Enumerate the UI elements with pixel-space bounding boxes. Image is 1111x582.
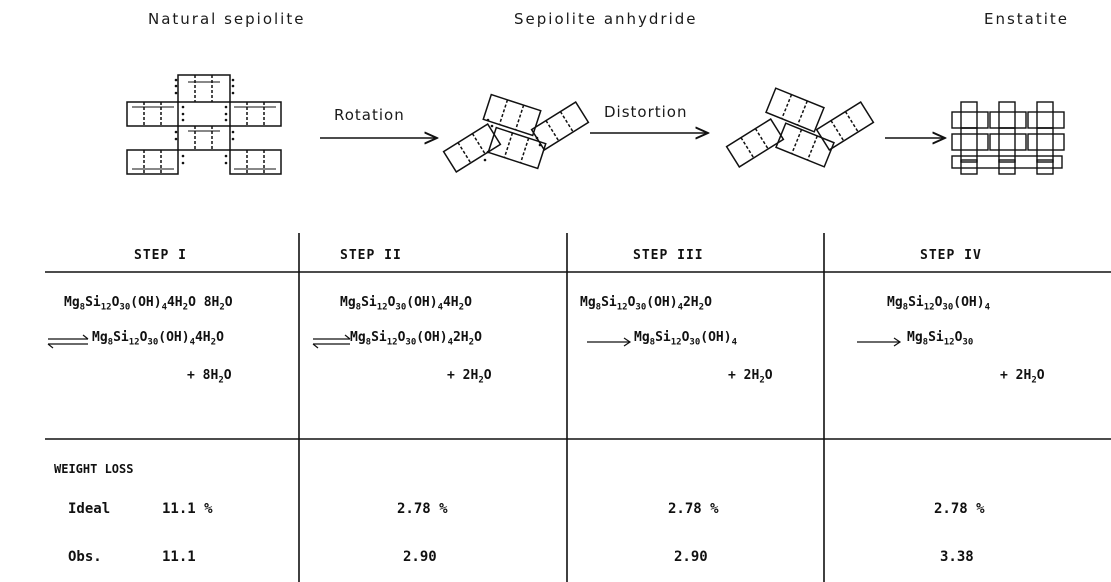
distorted-structure (725, 87, 875, 168)
step-4-reactant: Mg8Si12O30(OH)4 (887, 295, 990, 313)
structure-schematic (126, 74, 1065, 175)
step-3-water: + 2H2O (728, 368, 773, 386)
header-step-4: STEP IV (920, 248, 982, 263)
step-3-obs: 2.90 (674, 549, 708, 565)
arrow-label-rotation: Rotation (334, 106, 405, 124)
enstatite-structure (951, 101, 1065, 175)
step-3-ideal: 2.78 % (668, 501, 719, 517)
stage-label-sepiolite-anhydride: Sepiolite anhydride (514, 10, 698, 28)
step-2-ideal: 2.78 % (397, 501, 448, 517)
step-2-reactant: Mg8Si12O30(OH)44H2O (340, 295, 472, 313)
header-step-2: STEP II (340, 248, 402, 263)
step-4-obs: 3.38 (940, 549, 974, 565)
step-1-reactant: Mg8Si12O30(OH)44H2O 8H2O (64, 295, 233, 313)
header-step-1: STEP I (134, 248, 187, 263)
step-1-obs: 11.1 (162, 549, 196, 565)
step-3-product: Mg8Si12O30(OH)4 (634, 330, 737, 348)
arrow-label-distortion: Distortion (604, 103, 688, 121)
stage-label-natural-sepiolite: Natural sepiolite (148, 10, 306, 28)
natural-sepiolite-structure (126, 74, 282, 175)
stage-label-enstatite: Enstatite (984, 10, 1070, 28)
weight-loss-title: WEIGHT LOSS (54, 462, 134, 476)
step-1-water: + 8H2O (187, 368, 232, 386)
step-3-reactant: Mg8Si12O30(OH)42H2O (580, 295, 712, 313)
step-1-product: Mg8Si12O30(OH)44H2O (92, 330, 224, 348)
step-4-ideal: 2.78 % (934, 501, 985, 517)
header-step-3: STEP III (633, 248, 704, 263)
ideal-label: Ideal (68, 501, 111, 517)
step-2-obs: 2.90 (403, 549, 437, 565)
step-4-product: Mg8Si12O30 (907, 330, 974, 348)
step-4-water: + 2H2O (1000, 368, 1045, 386)
obs-label: Obs. (68, 549, 102, 565)
step-1-ideal: 11.1 % (162, 501, 213, 517)
step-2-water: + 2H2O (447, 368, 492, 386)
step-2-product: Mg8Si12O30(OH)42H2O (350, 330, 482, 348)
